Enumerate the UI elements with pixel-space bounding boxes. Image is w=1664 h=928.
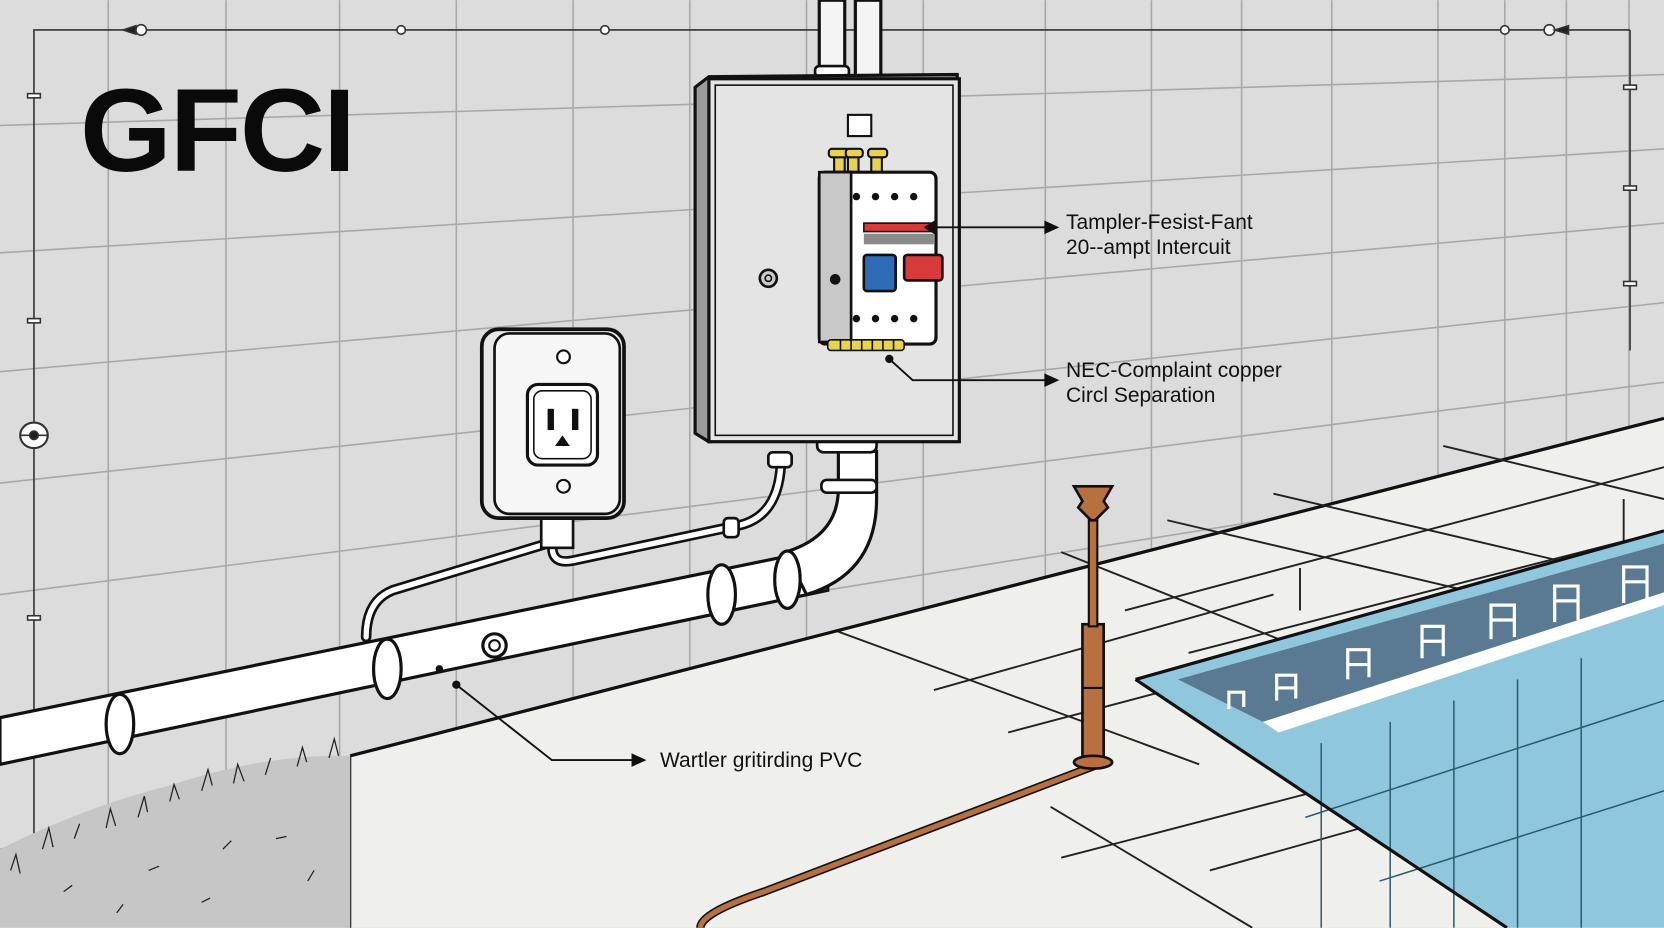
gfci-breaker: [817, 147, 944, 352]
callout-breaker-label: Tampler-Fesist-Fant 20--ampt Intercuit: [1066, 210, 1253, 260]
callout-breaker-line-2: 20--ampt Intercuit: [1066, 236, 1231, 259]
electrical-subpanel: [693, 72, 961, 444]
supply-conduit-vertical: [813, 0, 883, 79]
callout-breaker-line-1: Tampler-Fesist-Fant: [1066, 211, 1253, 234]
pvc-conduit: [0, 436, 879, 766]
copper-ground-rod: [696, 484, 1115, 928]
callout-bonding-line-2: Circl Separation: [1066, 384, 1216, 407]
swimming-pool: [1134, 529, 1664, 928]
callout-bonding-label: NEC-Complaint copper Circl Separation: [1066, 358, 1282, 408]
callout-bonding-line-1: NEC-Complaint copper: [1066, 359, 1282, 382]
gfci-outlet: [479, 327, 626, 550]
callout-conduit-label: Wartler gritirding PVC: [660, 748, 862, 773]
callout-leader-lines: [452, 220, 1060, 767]
diagram-title: GFCI: [80, 65, 356, 197]
callout-conduit-line-1: Wartler gritirding PVC: [660, 749, 863, 772]
dimension-lines: [19, 23, 1638, 913]
grass-patch: [0, 736, 351, 928]
